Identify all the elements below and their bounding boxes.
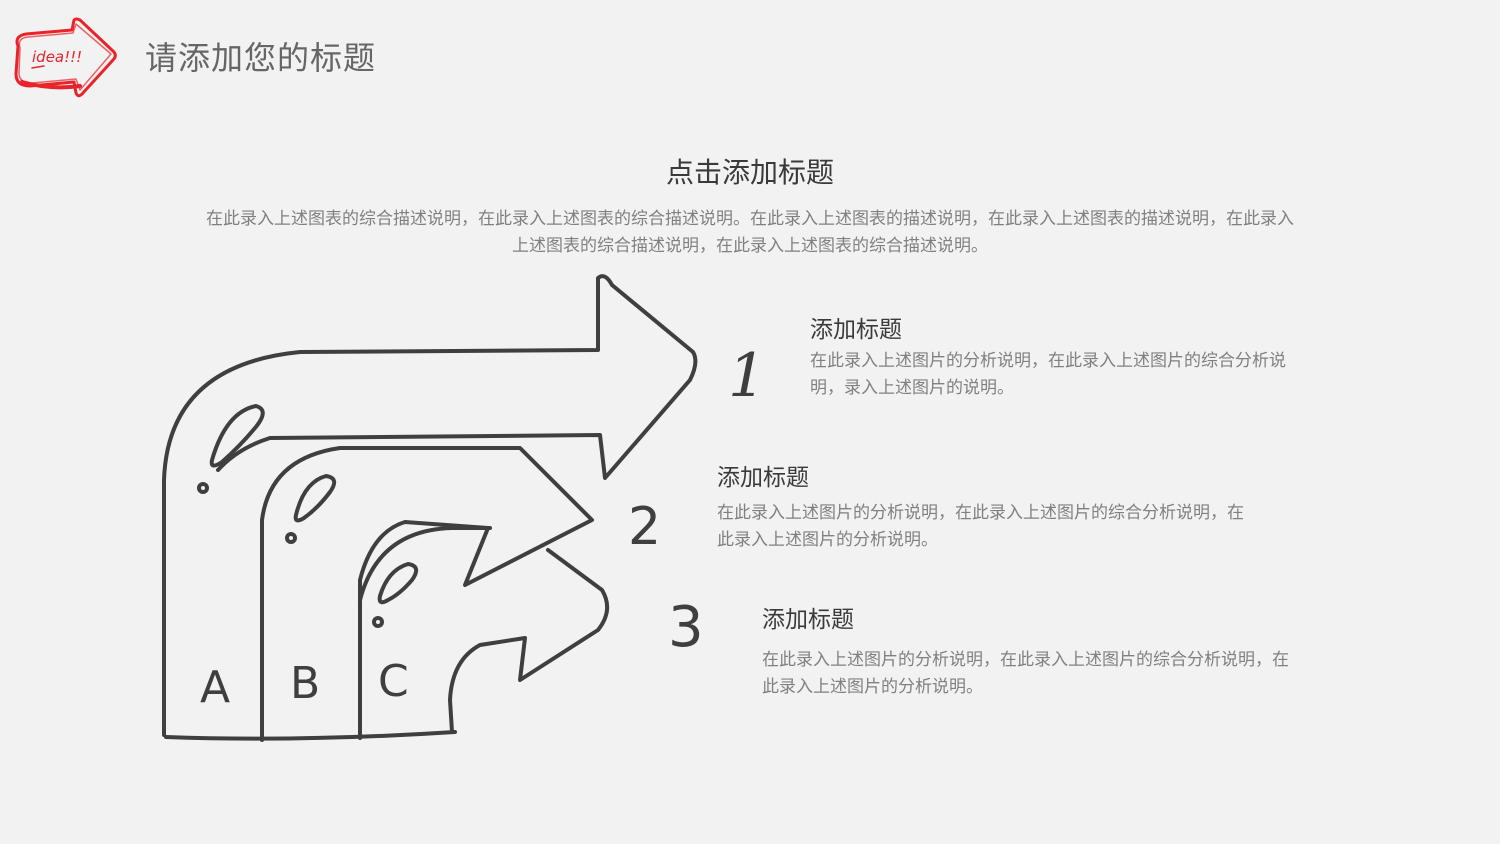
arrow-a-outline [162,274,698,737]
arrow-c-highlight-icon [377,562,419,605]
number-3: 3 [668,595,704,652]
svg-text:1: 1 [728,341,766,408]
section-title: 点击添加标题 [665,156,834,189]
letter-b: B [290,658,320,709]
letter-c: C [378,656,409,707]
item-2-title: 添加标题 [717,465,809,491]
idea-logo-icon: idea!!! [14,17,117,98]
letter-a: A [200,662,230,713]
item-3-title: 添加标题 [762,607,854,633]
logo-text: idea!!! [32,48,82,66]
arrow-c-outline [358,526,610,734]
base-line [164,730,457,741]
svg-text:2: 2 [628,497,661,552]
number-2: 2 [628,497,661,552]
arrow-a-highlight-icon [209,404,265,468]
arrow-b-highlight-icon [293,474,337,523]
number-1: 1 [728,341,766,408]
item-2-description: 在此录入上述图片的分析说明，在此录入上述图片的综合分析说明，在此录入上述图片的分… [717,503,1244,550]
three-arrows-sketch: A B C [162,274,698,742]
section-description: 在此录入上述图表的综合描述说明，在此录入上述图表的综合描述说明。在此录入上述图表… [206,209,1294,256]
item-1-description: 在此录入上述图片的分析说明，在此录入上述图片的综合分析说明，录入上述图片的说明。 [810,351,1286,398]
arrow-b-outline [260,446,594,742]
page-title: 请添加您的标题 [145,39,377,77]
svg-text:3: 3 [668,595,704,652]
item-3-description: 在此录入上述图片的分析说明，在此录入上述图片的综合分析说明，在此录入上述图片的分… [762,650,1289,697]
item-1-title: 添加标题 [810,317,902,343]
